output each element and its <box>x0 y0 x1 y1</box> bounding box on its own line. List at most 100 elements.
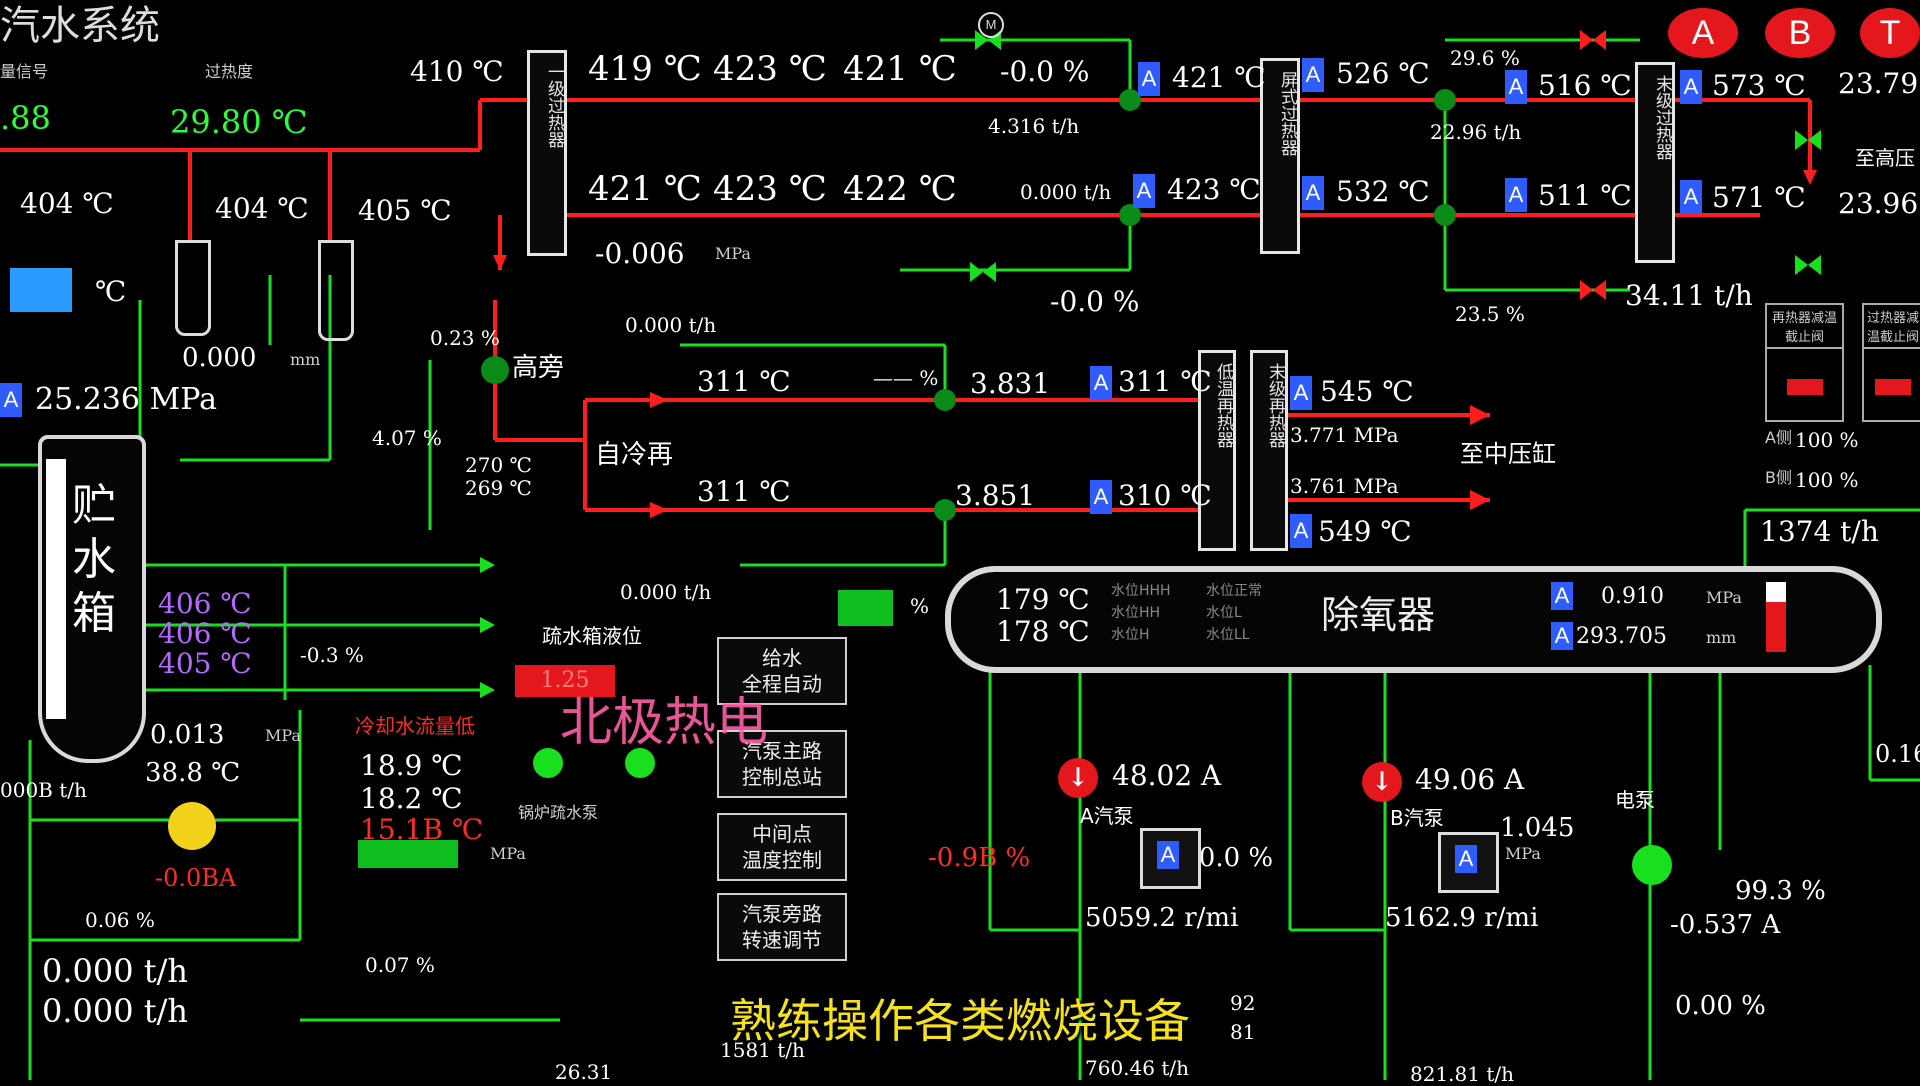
pump-status-icon[interactable] <box>168 802 216 850</box>
feedwater-auto-button[interactable]: 给水全程自动 <box>717 637 847 705</box>
mode-t-button[interactable]: T <box>1860 8 1920 58</box>
flow-000B: 000B t/h <box>0 778 87 802</box>
temp-404b: 404 ℃ <box>215 192 309 225</box>
current-4906: 49.06 A <box>1415 763 1525 796</box>
deaerator-panel[interactable]: 179 ℃ 178 ℃ 水位HHH 水位HH 水位H 水位正常 水位L 水位LL… <box>945 566 1882 673</box>
cooling-low-alarm: 冷却水流量低 <box>355 714 475 738</box>
temp-423a: 423 ℃ <box>713 49 827 89</box>
valve-icon[interactable] <box>1580 280 1606 300</box>
valve-state-indicator <box>1786 379 1823 395</box>
page-title: 汽水系统 <box>0 3 160 49</box>
superheater-desuperheat-box[interactable]: 过热器减温截止阀 <box>1862 303 1920 422</box>
boiler-drain-pump-label: 锅炉疏水泵 <box>518 803 599 822</box>
pct-neg00a: -0.0 % <box>1000 55 1090 88</box>
temp-404a: 404 ℃ <box>20 187 114 220</box>
primary-superheater[interactable]: 一级过热器 <box>527 50 567 256</box>
auto-tag-icon: A <box>1302 58 1324 92</box>
valve-icon[interactable] <box>1795 255 1821 275</box>
pressure-input-box[interactable] <box>358 840 458 868</box>
pressure-1045: 1.045 <box>1500 813 1575 843</box>
speed-51629: 5162.9 r/mi <box>1385 903 1539 933</box>
flow-76046: 760.46 t/h <box>1085 1056 1189 1080</box>
flow-0000b: 0.000 t/h <box>625 313 717 337</box>
electric-pump-icon[interactable] <box>1632 845 1672 885</box>
auto-tag-icon: A <box>1138 62 1160 96</box>
valve-state-indicator <box>1875 379 1911 395</box>
temp-421b: 421 ℃ <box>588 169 702 209</box>
pump-b-alarm-icon[interactable]: ↓ <box>1362 762 1402 802</box>
final-reheater[interactable]: 末级再热器 <box>1250 350 1288 551</box>
auto-tag-icon: A <box>1505 70 1527 104</box>
temp-311b: 311 ℃ <box>697 475 791 508</box>
auto-tag-icon: A <box>1551 622 1573 650</box>
pressure-3851: 3.851 <box>955 479 1036 512</box>
turbine-pump-a[interactable]: A <box>1140 828 1201 889</box>
value-2379: 23.79 <box>1838 67 1919 100</box>
cold-reheat-label: 自冷再 <box>595 440 674 470</box>
auto-tag-icon: A <box>1680 70 1702 104</box>
mm-unit-2: mm <box>1706 628 1737 647</box>
pct-006: 0.06 % <box>85 908 155 932</box>
superheat-value: 29.80 ℃ <box>170 103 308 141</box>
deaerator-level-bar <box>1766 582 1786 652</box>
temp-a532: 532 ℃ <box>1336 175 1430 208</box>
temp-input-box[interactable] <box>10 268 72 312</box>
pct-296: 29.6 % <box>1450 46 1520 70</box>
turbine-pump-b[interactable]: A <box>1438 832 1499 893</box>
flow-2296: 22.96 t/h <box>1430 120 1522 144</box>
separator-vessel <box>175 240 211 336</box>
mode-a-button[interactable]: A <box>1668 8 1738 58</box>
low-temp-reheater[interactable]: 低温再热器 <box>1198 350 1236 551</box>
valve-position-box[interactable] <box>838 590 893 626</box>
value-82181: 821.81 t/h <box>1410 1062 1514 1086</box>
temp-a423: 423 ℃ <box>1167 173 1261 206</box>
valve-icon[interactable] <box>1795 130 1821 150</box>
auto-tag-icon: A <box>1090 366 1112 400</box>
platen-superheater[interactable]: 屏式过热器 <box>1260 58 1300 254</box>
motor-icon: M <box>978 12 1004 38</box>
temp-423b: 423 ℃ <box>713 169 827 209</box>
temp-a545: 545 ℃ <box>1320 375 1414 408</box>
temp-410: 410 ℃ <box>410 55 504 88</box>
flow-0000e: 0.000 t/h <box>42 992 189 1030</box>
speed-50592: 5059.2 r/mi <box>1085 903 1239 933</box>
pressure-2631: 26.31 <box>555 1060 613 1084</box>
pump-bypass-speed-button[interactable]: 汽泵旁路转速调节 <box>717 893 847 961</box>
current-4802: 48.02 A <box>1112 759 1222 792</box>
auto-tag-icon: A <box>1551 582 1573 610</box>
separator-vessel <box>318 240 354 341</box>
pressure-3761: 3.761 MPa <box>1290 474 1399 498</box>
pump-a-label: A汽泵 <box>1080 804 1134 828</box>
final-superheater[interactable]: 末级过热器 <box>1635 62 1675 263</box>
drain-pump-a-icon[interactable] <box>533 748 563 778</box>
flow-0000a: 0.000 t/h <box>1020 180 1112 204</box>
auto-tag-icon: A <box>1133 174 1155 208</box>
current-neg00B: -0.0BA <box>155 864 237 892</box>
valve-icon[interactable] <box>970 262 996 282</box>
drain-pump-b-icon[interactable] <box>625 748 655 778</box>
temp-178: 178 ℃ <box>996 615 1090 648</box>
auto-tag-icon: A <box>1302 176 1324 210</box>
side-a-label: A侧 <box>1765 428 1792 447</box>
top-left-value: .88 <box>0 99 51 137</box>
bypass-high-label: 高旁 <box>512 353 565 383</box>
storage-tank[interactable]: 贮水箱 <box>38 435 146 763</box>
valve-icon[interactable] <box>1580 30 1606 50</box>
pump-b-label: B汽泵 <box>1390 806 1444 830</box>
reheater-desuperheat-box[interactable]: 再热器减温截止阀 <box>1765 303 1844 422</box>
flow-1374: 1374 t/h <box>1760 515 1879 548</box>
temp-a516: 516 ℃ <box>1538 69 1632 102</box>
temp-311a: 311 ℃ <box>697 365 791 398</box>
midpoint-temp-button[interactable]: 中间点温度控制 <box>717 813 847 881</box>
pressure-neg006: -0.006 <box>595 237 685 270</box>
pump-main-control-button[interactable]: 汽泵主路控制总站 <box>717 730 847 798</box>
mode-b-button[interactable]: B <box>1765 8 1835 58</box>
pump-a-alarm-icon[interactable]: ↓ <box>1058 758 1098 798</box>
pct-blank: % <box>910 594 930 618</box>
temp-151B: 15.1B ℃ <box>360 813 484 846</box>
temp-406a: 406 ℃ <box>158 587 252 620</box>
temp-421a: 421 ℃ <box>843 49 957 89</box>
pct-neg09B: -0.9B % <box>928 843 1031 873</box>
temp-a549: 549 ℃ <box>1318 515 1412 548</box>
pressure-81: 81 <box>1230 1020 1256 1044</box>
